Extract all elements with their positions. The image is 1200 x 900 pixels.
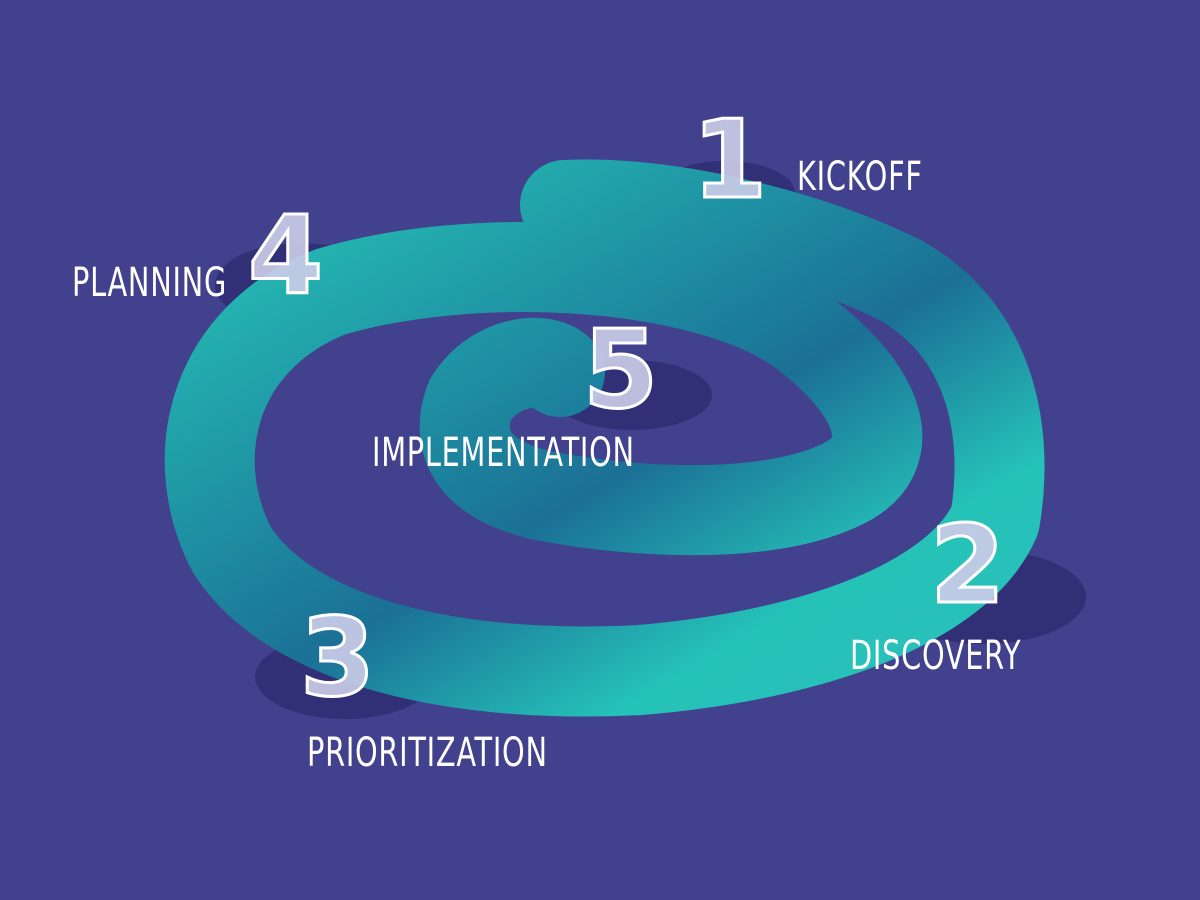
label-planning: PLANNING	[72, 260, 227, 306]
step-number-3: 3	[300, 596, 375, 721]
label-prioritization: PRIORITIZATION	[307, 730, 548, 776]
step-number-4: 4	[248, 194, 323, 319]
step-number-1: 1	[692, 98, 767, 223]
label-implementation: IMPLEMENTATION	[372, 430, 635, 476]
label-kickoff: KICKOFF	[797, 154, 923, 200]
label-discovery: DISCOVERY	[850, 633, 1022, 679]
step-number-5: 5	[583, 308, 658, 433]
spiral-path	[164, 159, 1045, 717]
step-number-2: 2	[930, 503, 1005, 628]
